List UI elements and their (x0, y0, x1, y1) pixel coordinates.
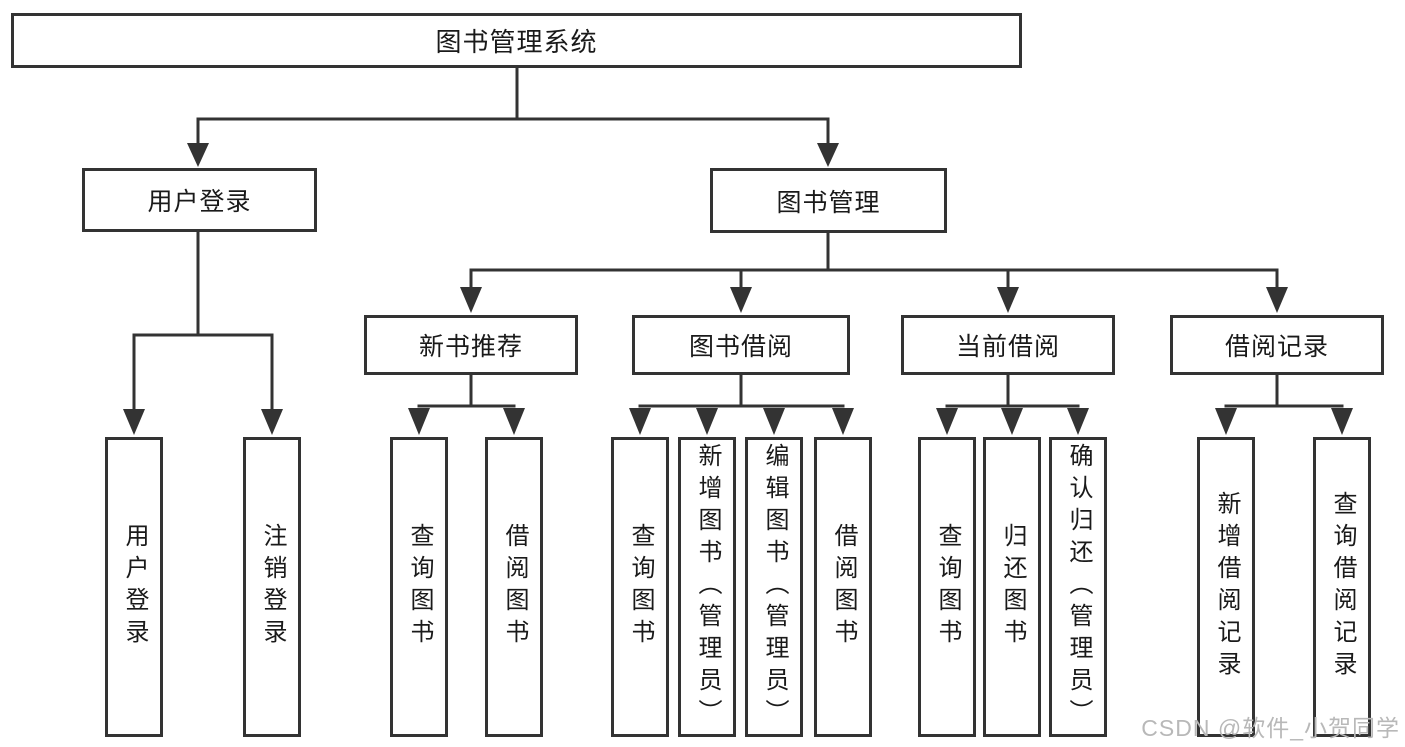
leaf-label: 借阅图书 (830, 523, 857, 651)
leaf-query-books-current: 查询图书 (918, 437, 976, 737)
leaf-label: 查询图书 (627, 523, 654, 651)
leaf-logout: 注销登录 (243, 437, 301, 737)
node-current-borrowing: 当前借阅 (901, 315, 1115, 375)
leaf-label: 查询图书 (406, 523, 433, 651)
leaf-borrow-books-recommend: 借阅图书 (485, 437, 543, 737)
leaf-label: 注销登录 (259, 523, 286, 651)
leaf-label: 查询图书 (934, 523, 961, 651)
leaf-user-login: 用户登录 (105, 437, 163, 737)
leaf-add-borrow-record: 新增借阅记录 (1197, 437, 1255, 737)
watermark: CSDN @软件_小贺同学 (1141, 715, 1400, 741)
leaf-return-books: 归还图书 (983, 437, 1041, 737)
node-new-book-recommendation: 新书推荐 (364, 315, 578, 375)
node-library-system-root: 图书管理系统 (11, 13, 1022, 68)
leaf-label: 用户登录 (121, 523, 148, 651)
leaf-label: 新增图书（管理员） (694, 443, 721, 731)
leaf-query-borrow-record: 查询借阅记录 (1313, 437, 1371, 737)
leaf-label: 借阅图书 (501, 523, 528, 651)
leaf-borrow-books: 借阅图书 (814, 437, 872, 737)
node-book-management: 图书管理 (710, 168, 947, 233)
leaf-edit-books-admin: 编辑图书（管理员） (745, 437, 803, 737)
node-user-login: 用户登录 (82, 168, 317, 232)
leaf-label: 归还图书 (999, 523, 1026, 651)
leaf-label: 编辑图书（管理员） (761, 443, 788, 731)
leaf-query-books-recommend: 查询图书 (390, 437, 448, 737)
node-borrowing-records: 借阅记录 (1170, 315, 1384, 375)
leaf-label: 查询借阅记录 (1329, 491, 1356, 683)
node-book-borrowing: 图书借阅 (632, 315, 850, 375)
leaf-add-books-admin: 新增图书（管理员） (678, 437, 736, 737)
leaf-confirm-return-admin: 确认归还（管理员） (1049, 437, 1107, 737)
leaf-label: 新增借阅记录 (1213, 491, 1240, 683)
leaf-label: 确认归还（管理员） (1065, 443, 1092, 731)
leaf-query-books-borrowing: 查询图书 (611, 437, 669, 737)
